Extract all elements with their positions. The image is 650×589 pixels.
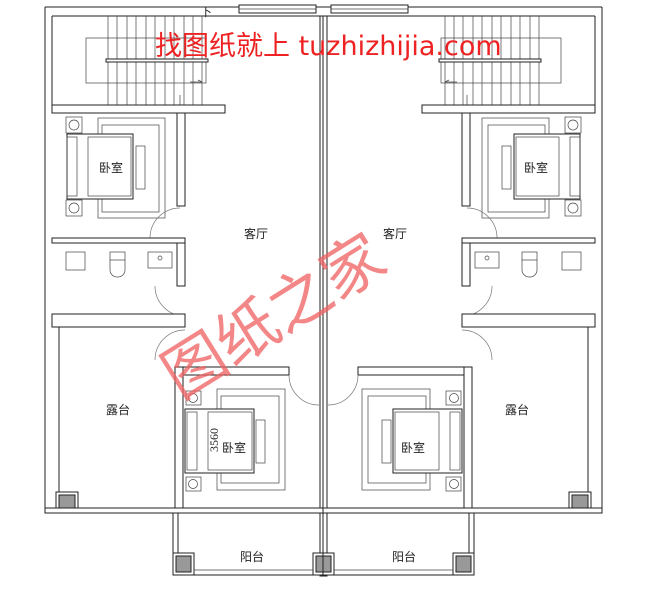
- room-label-bedroom: 卧室: [401, 440, 425, 455]
- dimension-label: 3560: [207, 428, 221, 452]
- stair-down-label: 下: [200, 5, 212, 19]
- room-label-balcony: 阳台: [240, 549, 264, 564]
- room-label-bedroom: 卧室: [222, 440, 246, 455]
- watermark-banner: 找图纸就上 tuzhizhijia.com: [155, 31, 502, 62]
- room-label-living-room: 客厅: [244, 226, 268, 241]
- room-label-terrace: 露台: [505, 402, 529, 417]
- room-label-bedroom: 卧室: [99, 160, 123, 175]
- room-label-bedroom: 卧室: [524, 160, 548, 175]
- room-label-living-room: 客厅: [383, 226, 407, 241]
- room-label-balcony: 阳台: [392, 549, 416, 564]
- room-label-terrace: 露台: [106, 402, 130, 417]
- watermark-stamp: 图纸之家: [149, 219, 398, 412]
